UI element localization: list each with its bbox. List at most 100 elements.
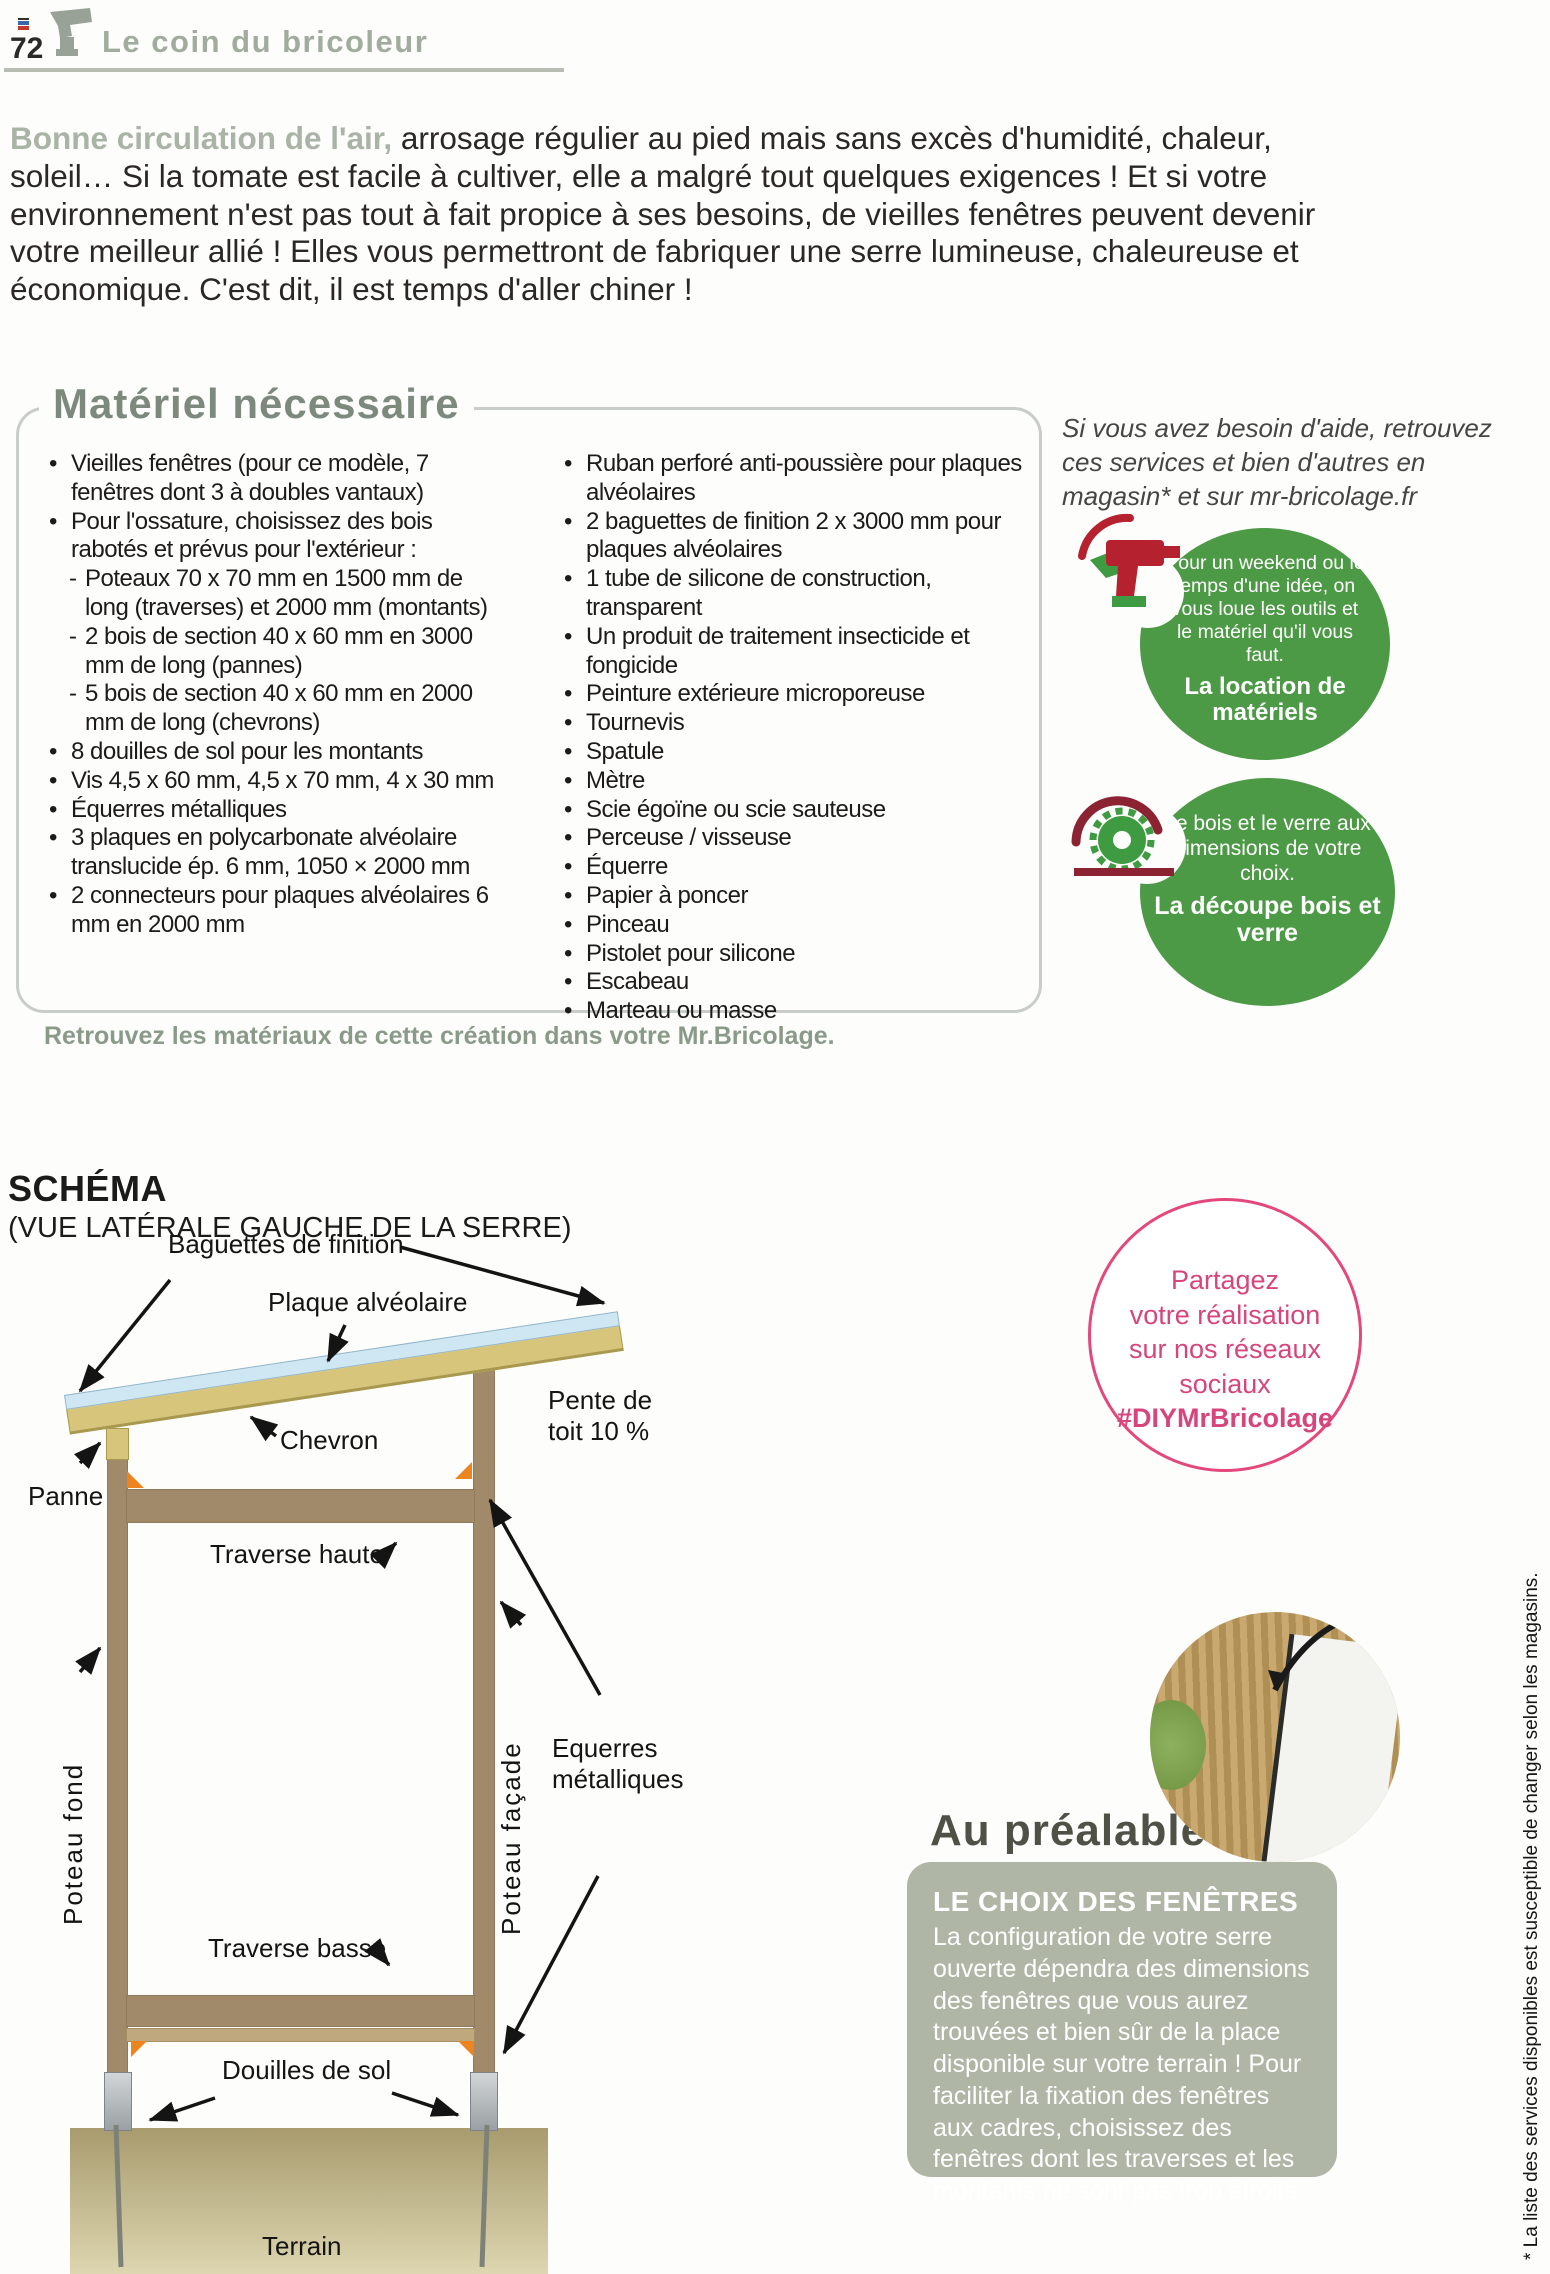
foliage-detail <box>1150 1700 1206 1790</box>
schema-subtitle: (VUE LATÉRALE GAUCHE DE LA SERRE) <box>8 1212 572 1244</box>
bullet-marker <box>564 565 586 623</box>
materials-column-left: Vieilles fenêtres (pour ce modèle, 7 fen… <box>49 450 501 940</box>
label-chevron: Chevron <box>280 1425 379 1455</box>
label-pente: Pente de toit 10 % <box>548 1385 653 1446</box>
mark-bar-dark <box>18 18 29 20</box>
material-item: Vieilles fenêtres (pour ce modèle, 7 fen… <box>49 450 501 508</box>
material-item-text: Scie égoïne ou scie sauteuse <box>586 795 886 823</box>
arrow-baguettes-left <box>78 1278 172 1393</box>
arrow-traverse-haute <box>370 1541 398 1569</box>
ground-socket <box>104 2072 132 2131</box>
bullet-marker <box>564 767 586 796</box>
intro-lead: Bonne circulation de l'air, <box>10 120 393 156</box>
label-terrain: Terrain <box>262 2231 342 2261</box>
purlin-block <box>106 1428 129 1460</box>
material-item: 1 tube de silicone de construction, tran… <box>564 565 1026 623</box>
service-badge-rental: Pour un weekend ou le temps d'une idée, … <box>1140 528 1390 760</box>
materials-footer: Retrouvez les matériaux de cette créatio… <box>44 1022 835 1050</box>
services-note: Si vous avez besoin d'aide, retrouvez ce… <box>1062 413 1492 511</box>
bullet-marker <box>564 450 586 508</box>
bullet-marker <box>564 882 586 911</box>
bullet-marker <box>564 911 586 940</box>
bullet-marker <box>564 738 586 767</box>
bullet-marker <box>564 508 586 566</box>
material-item: 2 connecteurs pour plaques alvéolaires 6… <box>49 882 501 940</box>
intro-body: arrosage régulier au pied mais sans excè… <box>10 120 1316 308</box>
material-item: Marteau ou masse <box>564 997 1026 1026</box>
material-item-text: 5 bois de section 40 x 60 mm en 2000 mm … <box>85 680 473 737</box>
material-item: Un produit de traitement insecticide et … <box>564 623 1026 681</box>
bullet-marker <box>49 824 71 882</box>
arrow-poteau-facade <box>499 1600 527 1629</box>
material-item-text: Marteau ou masse <box>586 997 777 1025</box>
material-item: Équerres métalliques <box>49 796 501 825</box>
badge-rental-text: Pour un weekend ou le temps d'une idée, … <box>1165 552 1365 666</box>
material-item: Mètre <box>564 767 1026 796</box>
bullet-marker <box>564 968 586 997</box>
social-share-line: Partagez <box>1170 1265 1280 1295</box>
intro-paragraph: Bonne circulation de l'air, arrosage rég… <box>10 120 1325 309</box>
bullet-marker <box>69 565 85 623</box>
material-item-text: Poteaux 70 x 70 mm en 1500 mm de long (t… <box>85 565 488 621</box>
label-douilles: Douilles de sol <box>222 2055 392 2085</box>
material-item: Papier à poncer <box>564 882 1026 911</box>
bullet-marker <box>564 853 586 882</box>
bullet-marker <box>49 508 71 566</box>
material-item-text: 1 tube de silicone de construction, tran… <box>586 565 932 621</box>
material-item-text: Pour l'ossature, choisissez des bois rab… <box>71 507 433 564</box>
material-item-text: Pistolet pour silicone <box>586 939 796 967</box>
bullet-marker <box>564 709 586 738</box>
material-item: Tournevis <box>564 709 1026 738</box>
arrow-poteau-fond <box>75 1646 102 1675</box>
arrow-douilles-left <box>148 2096 216 2122</box>
arrow-equerres-top <box>488 1498 602 1696</box>
social-hashtag: #DIYMrBricolage <box>1116 1403 1334 1434</box>
schema-arrows <box>74 1245 606 2268</box>
arrow-panne <box>74 1441 102 1469</box>
schema-diagram: Baguettes de finition Plaque alvéolaire … <box>0 1195 700 2274</box>
material-item-text: Mètre <box>586 766 645 794</box>
material-item-text: Perceuse / visseuse <box>586 824 792 852</box>
mark-bar-red <box>18 26 29 30</box>
material-item: Ruban perforé anti-poussière pour plaque… <box>564 450 1026 508</box>
prealable-heading: LE CHOIX DES FENÊTRES <box>933 1886 1299 1917</box>
social-share-line: votre réalisation <box>1129 1299 1321 1330</box>
material-item-text: 8 douilles de sol pour les montants <box>71 737 424 765</box>
label-baguettes: Baguettes de finition <box>168 1229 404 1259</box>
prealable-box: LE CHOIX DES FENÊTRES La configuration d… <box>907 1862 1337 2205</box>
schema-title: SCHÉMA <box>8 1168 168 1209</box>
material-item-text: Vieilles fenêtres (pour ce modèle, 7 fen… <box>71 450 429 506</box>
arrow-baguettes-right <box>399 1245 606 1307</box>
materials-column-right: Ruban perforé anti-poussière pour plaque… <box>564 450 1026 1026</box>
bullet-marker <box>564 824 586 853</box>
label-poteau-facade: Poteau façade <box>496 1741 526 1935</box>
bullet-marker <box>49 767 71 796</box>
prealable-body: La configuration de votre serre ouverte … <box>933 1923 1310 2205</box>
material-item-text: Escabeau <box>586 968 689 996</box>
material-item-text: Ruban perforé anti-poussière pour plaque… <box>586 450 1022 506</box>
material-item: Scie égoïne ou scie sauteuse <box>564 796 1026 825</box>
social-share-line: sur nos réseaux <box>1128 1334 1322 1365</box>
service-badge-cutting: Le bois et le verre aux dimensions de vo… <box>1140 778 1395 1006</box>
bullet-marker <box>564 796 586 825</box>
drill-icon <box>1078 513 1180 607</box>
arrow-equerres-bottom <box>502 1875 600 2055</box>
photo-annotation-arrow <box>1268 1619 1342 1692</box>
material-item: 8 douilles de sol pour les montants <box>49 738 501 767</box>
social-share-line: sociaux <box>1179 1368 1271 1399</box>
bottom-subrail <box>126 2028 475 2042</box>
bullet-marker <box>564 940 586 969</box>
material-item: Pinceau <box>564 911 1026 940</box>
material-item-text: 2 connecteurs pour plaques alvéolaires 6… <box>71 881 489 938</box>
bullet-marker <box>69 623 85 681</box>
material-item: Peinture extérieure microporeuse <box>564 680 1026 709</box>
label-traverse-haute: Traverse haute <box>210 1539 384 1569</box>
material-item: Pistolet pour silicone <box>564 940 1026 969</box>
material-item: Spatule <box>564 738 1026 767</box>
circular-saw-icon <box>1071 796 1174 876</box>
bullet-marker <box>49 738 71 767</box>
label-plaque: Plaque alvéolaire <box>268 1287 468 1317</box>
material-item-text: 2 bois de section 40 x 60 mm en 3000 mm … <box>85 622 473 679</box>
badge-rental-title: La location de matériels <box>1184 673 1346 726</box>
material-item: Poteaux 70 x 70 mm en 1500 mm de long (t… <box>69 565 501 623</box>
